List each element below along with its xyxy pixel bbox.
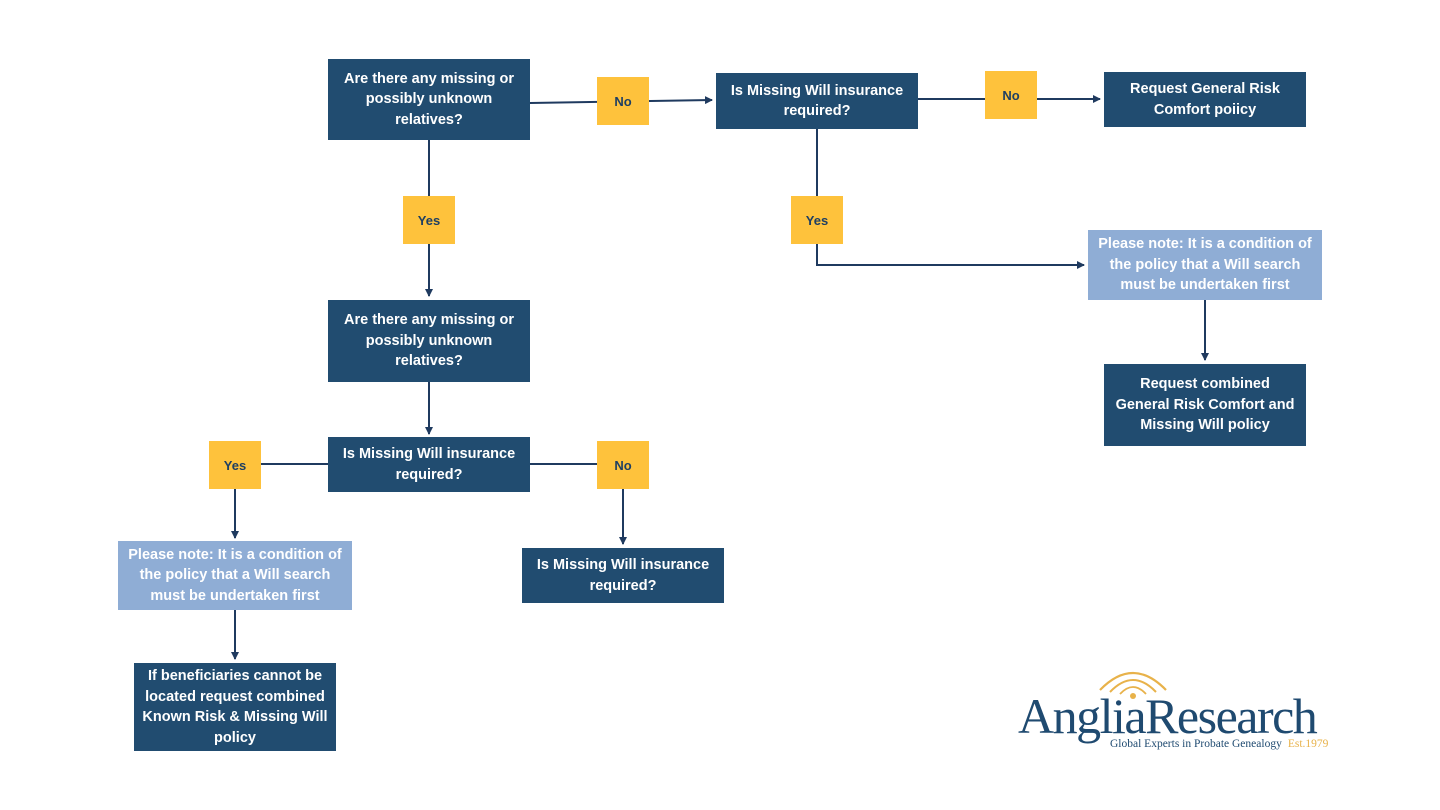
label-yes: Yes	[791, 196, 843, 244]
result-combined-general-risk-missing-will: Request combined General Risk Comfort an…	[1104, 364, 1306, 446]
question-missing-relatives: Are there any missing or possibly unknow…	[328, 59, 530, 140]
question-missing-relatives-2: Are there any missing or possibly unknow…	[328, 300, 530, 382]
label-yes: Yes	[403, 196, 455, 244]
logo-wordmark: AngliaResearch	[1018, 688, 1318, 744]
logo-tagline: Global Experts in Probate Genealogy Est.1…	[1110, 738, 1328, 750]
result-general-risk-policy: Request General Risk Comfort poiicy	[1104, 72, 1306, 127]
question-missing-will-insurance: Is Missing Will insurance required?	[716, 73, 918, 129]
logo-tagline-text: Global Experts in Probate Genealogy	[1110, 738, 1282, 750]
question-missing-will-insurance-3: Is Missing Will insurance required?	[522, 548, 724, 603]
result-known-risk-missing-will: If beneficiaries cannot be located reque…	[134, 663, 336, 751]
label-no: No	[597, 77, 649, 125]
label-no: No	[597, 441, 649, 489]
note-will-search-condition: Please note: It is a condition of the po…	[1088, 230, 1322, 300]
logo-established: Est.1979	[1287, 738, 1329, 750]
label-yes: Yes	[209, 441, 261, 489]
question-missing-will-insurance-2: Is Missing Will insurance required?	[328, 437, 530, 492]
logo-arcs-icon	[1099, 671, 1167, 699]
arrow-q2-to-note1	[816, 129, 1085, 269]
anglia-research-logo: AngliaResearch Global Experts in Probate…	[1018, 660, 1368, 760]
note-will-search-condition-2: Please note: It is a condition of the po…	[118, 541, 352, 610]
label-no: No	[985, 71, 1037, 119]
